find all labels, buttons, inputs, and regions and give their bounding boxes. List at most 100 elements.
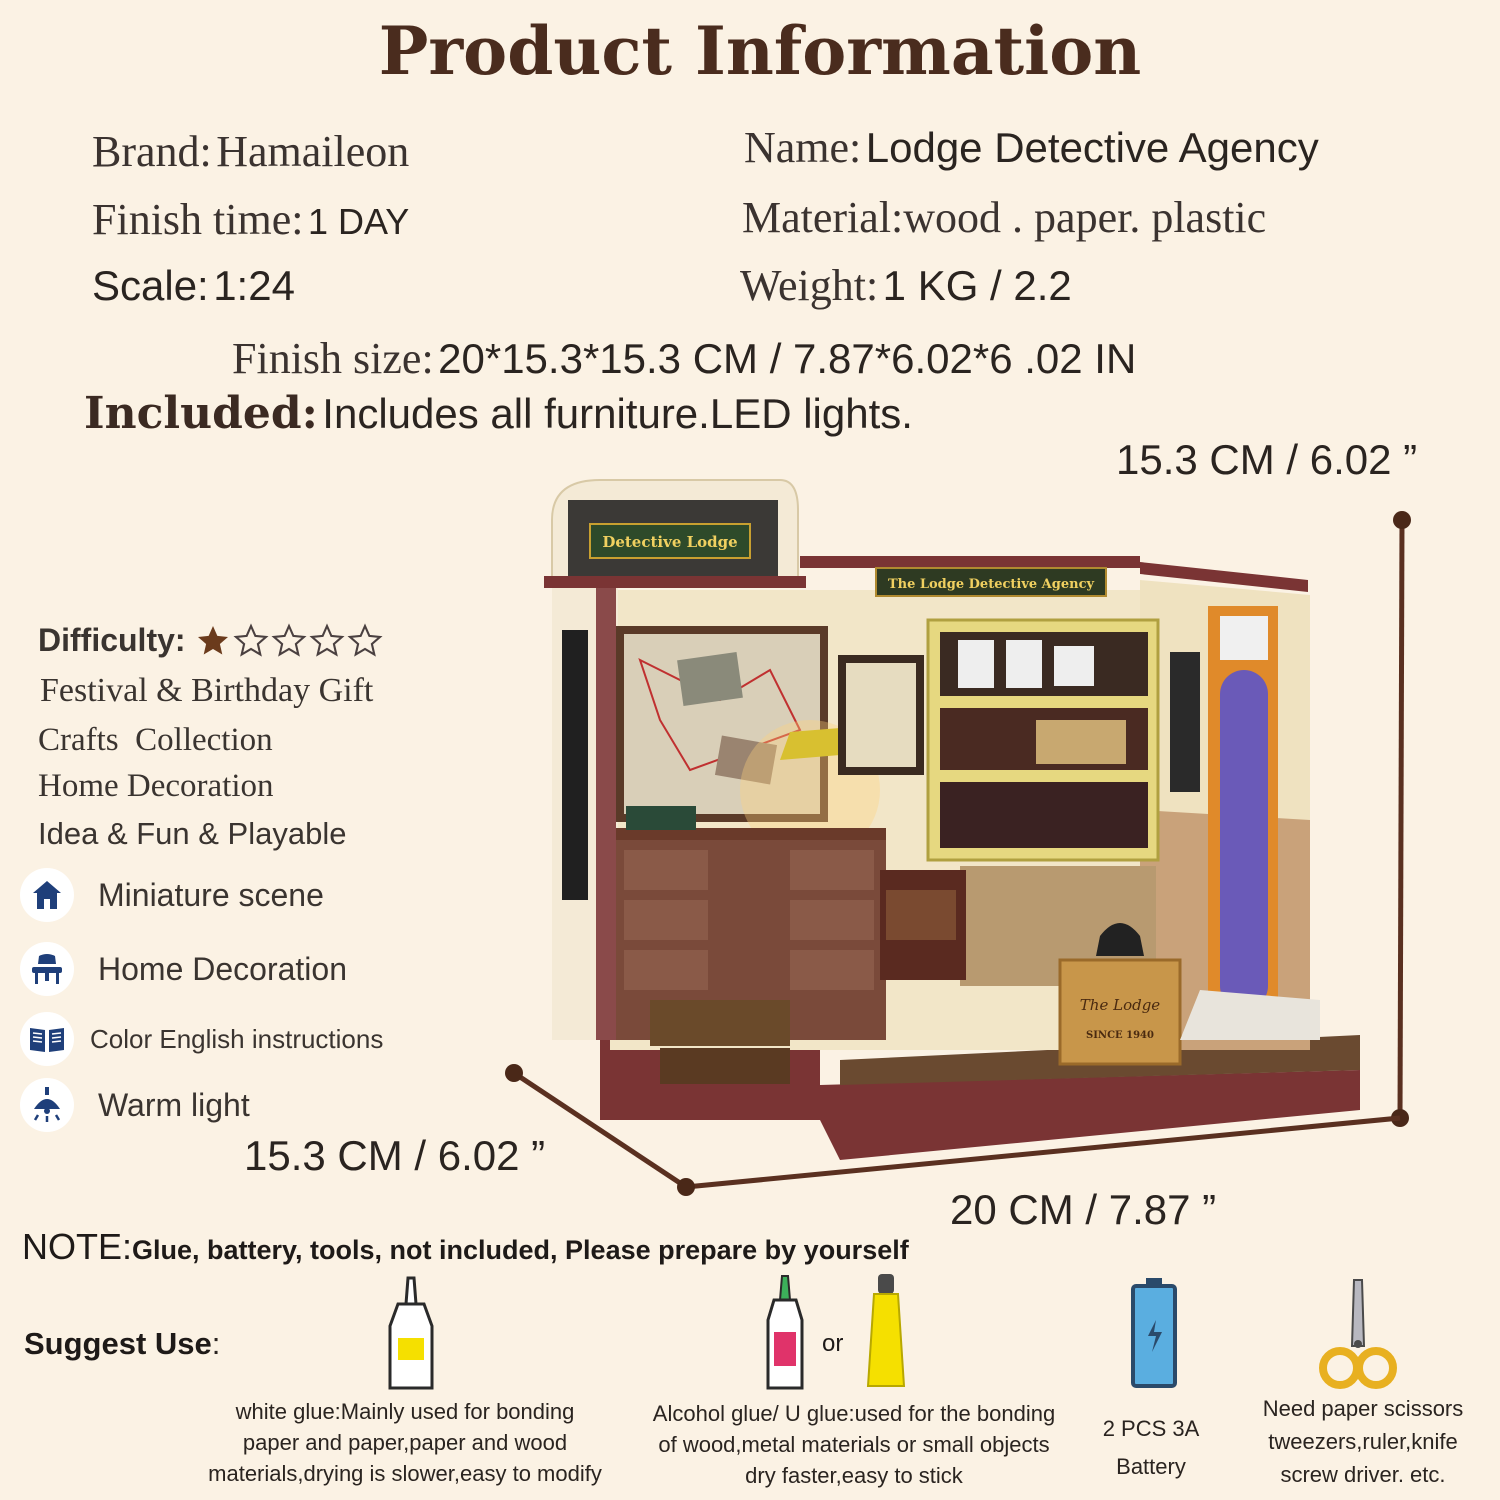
icon-feature-label: Miniature scene <box>98 876 324 913</box>
included-row: Included: Includes all furniture.LED lig… <box>84 388 913 439</box>
caption-line: Need paper scissors <box>1262 1396 1464 1421</box>
finish-size-label: Finish size: <box>232 334 434 383</box>
desk-top <box>616 828 886 840</box>
caption-line: screw driver. etc. <box>1280 1462 1446 1487</box>
feature-2: Crafts Collection <box>38 722 273 758</box>
page-title: Product Information <box>378 12 1142 90</box>
height-dimension-label: 15.3 CM / 6.02 ” <box>1116 436 1418 483</box>
top-sign-text: Detective Lodge <box>602 533 737 551</box>
icon-feature-label: Color English instructions <box>90 1023 384 1054</box>
u-glue-tube-icon <box>866 1274 906 1387</box>
door-transom <box>1220 616 1268 660</box>
suggest-use-heading: Suggest Use: <box>24 1326 220 1362</box>
caption-line: materials,drying is slower,easy to modif… <box>208 1461 602 1486</box>
tools-caption: Need paper scissors tweezers,ruler,knife… <box>1240 1392 1486 1491</box>
feature-3: Home Decoration <box>38 768 274 804</box>
pillar-ornament <box>596 588 616 1040</box>
note-label: NOTE: <box>22 1226 133 1267</box>
desk-drawer <box>624 850 708 890</box>
alcohol-glue-caption: Alcohol glue/ U glue:used for the bondin… <box>630 1398 1078 1491</box>
crate-brand-text: The Lodge <box>1080 996 1161 1014</box>
note-text: Glue, battery, tools, not included, Plea… <box>132 1235 909 1265</box>
book-icon <box>20 1012 74 1066</box>
purple-door <box>1220 670 1268 1010</box>
difficulty-row: Difficulty: <box>38 622 384 659</box>
note-row: NOTE:Glue, battery, tools, not included,… <box>22 1226 909 1268</box>
dimension-endpoint <box>1393 511 1411 529</box>
scale-label: Scale: <box>92 262 209 309</box>
briefcase <box>886 890 956 940</box>
feature-4: Idea & Fun & Playable <box>38 816 347 851</box>
finish-size-value: 20*15.3*15.3 CM / 7.87*6.02*6 .02 IN <box>438 335 1137 382</box>
doorstep <box>1180 990 1320 1040</box>
width-dimension-label: 20 CM / 7.87 ” <box>950 1186 1217 1233</box>
star-empty-icon <box>271 622 307 657</box>
icon-feature-instructions: Color English instructions <box>20 1012 383 1066</box>
storage-baskets <box>1036 720 1126 764</box>
certificate <box>1054 646 1094 686</box>
material-value: wood . paper. plastic <box>903 193 1267 242</box>
suggest-use-colon: : <box>211 1326 221 1361</box>
desk-drawer <box>790 900 874 940</box>
dimension-endpoint <box>677 1178 695 1196</box>
height-dimension-line <box>1397 519 1405 1119</box>
desk-drawer <box>624 900 708 940</box>
rotary-telephone <box>1096 923 1144 956</box>
or-text: or <box>822 1330 844 1357</box>
material-label: Material: <box>742 193 904 242</box>
brand-row: Brand: Hamaileon <box>92 126 409 177</box>
name-row: Name: Lodge Detective Agency <box>744 122 1319 173</box>
scale-row: Scale: 1:24 <box>92 262 295 310</box>
star-empty-icon <box>347 622 383 657</box>
wall-trim <box>1140 562 1308 592</box>
difficulty-stars <box>194 622 384 659</box>
included-label: Included: <box>84 388 318 439</box>
width-dimension-line <box>685 1115 1401 1190</box>
desk-drawer <box>790 950 874 990</box>
name-label: Name: <box>744 123 862 172</box>
wall-frame-paper <box>846 663 916 767</box>
wall-sign-text: The Lodge Detective Agency <box>888 577 1095 592</box>
battery-caption: 2 PCS 3A Battery <box>1076 1410 1226 1486</box>
shelf-row <box>940 782 1148 848</box>
caption-line: tweezers,ruler,knife <box>1268 1429 1458 1454</box>
top-sign-trim <box>544 576 806 588</box>
miniature-room-illustration: Detective Lodge The Lodge Detective Agen… <box>544 479 1360 1160</box>
certificate <box>1006 640 1042 688</box>
right-wall-frame <box>1170 652 1200 792</box>
wall-trim <box>800 556 1140 568</box>
desk-drawer <box>624 950 708 990</box>
star-empty-icon <box>309 622 345 657</box>
difficulty-label: Difficulty: <box>38 622 186 658</box>
scissors-icon <box>1319 1279 1397 1389</box>
crate-year-text: SINCE 1940 <box>1086 1030 1154 1041</box>
wall-sign-board <box>875 567 1107 597</box>
battery-icon <box>1131 1278 1177 1388</box>
feature-1: Festival & Birthday Gift <box>40 672 374 709</box>
icon-feature-warm-light: Warm light <box>20 1078 250 1132</box>
star-filled-icon <box>197 625 228 654</box>
weight-label: Weight: <box>740 261 879 310</box>
suitcase <box>650 1000 790 1046</box>
caption-line: paper and paper,paper and wood <box>242 1430 568 1455</box>
alcohol-glue-bottle-icon <box>766 1275 804 1390</box>
finish-time-value: 1 DAY <box>307 201 410 242</box>
caption-line: white glue:Mainly used for bonding <box>235 1399 575 1424</box>
pinned-photo <box>677 652 743 706</box>
white-glue-bottle-icon <box>388 1276 434 1390</box>
certificate <box>958 640 994 688</box>
wooden-crate <box>1058 958 1182 1066</box>
ceiling-light-icon <box>20 1078 74 1132</box>
caption-line: dry faster,easy to stick <box>745 1463 963 1488</box>
depth-dimension-line <box>512 1070 688 1190</box>
name-value: Lodge Detective Agency <box>865 124 1319 171</box>
finish-time-row: Finish time: 1 DAY <box>92 194 409 245</box>
left-window <box>562 630 588 900</box>
icon-feature-home-decoration: Home Decoration <box>20 942 347 996</box>
typewriter <box>626 806 696 830</box>
top-sign-board <box>589 523 751 559</box>
suitcase <box>660 1048 790 1084</box>
caption-line: of wood,metal materials or small objects <box>658 1432 1050 1457</box>
pinned-photo <box>714 735 778 785</box>
